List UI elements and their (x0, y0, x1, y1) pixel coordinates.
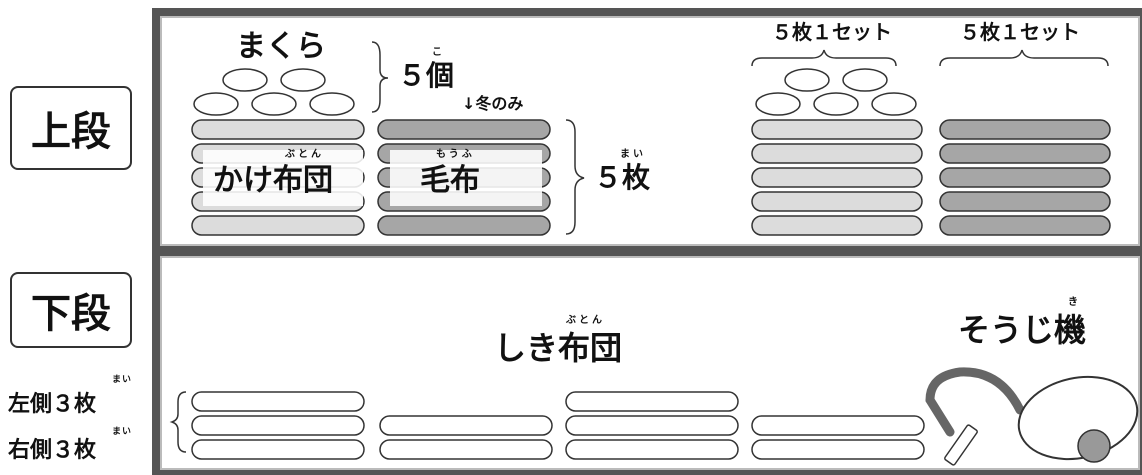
shiki-futon (565, 415, 739, 436)
pillow (251, 92, 297, 116)
stack-brace (565, 119, 585, 235)
lower-tier-label: 下段 (10, 272, 132, 348)
pillow (222, 68, 268, 92)
moufu-label-bg (390, 150, 542, 206)
kake-futon (191, 119, 365, 140)
pillow (842, 68, 888, 92)
vacuum-nozzle (944, 424, 978, 466)
left-count-ruby: まい (112, 375, 133, 385)
five-mai-ruby: まい (620, 149, 646, 160)
pillow-group-right (755, 68, 917, 116)
shiki-futon-ruby: ぶとん (566, 315, 605, 326)
shiki-futon (565, 439, 739, 460)
kake-futon (191, 215, 365, 236)
pillow-count-ruby: こ (432, 47, 445, 58)
moufu (939, 215, 1111, 236)
moufu (939, 119, 1111, 140)
pillow-count: ５個 (398, 59, 455, 92)
futon-set-right-2 (939, 119, 1111, 236)
kake-futon-label: かけ布団 (213, 163, 333, 198)
pillow-brace (371, 41, 389, 113)
lower-brace (169, 391, 187, 453)
shiki-futon (191, 391, 365, 412)
pillow-group-left (193, 68, 355, 116)
pillow (871, 92, 917, 116)
kake-futon (751, 143, 923, 164)
lower-tier-text: 下段 (31, 291, 111, 337)
set-1-brace (751, 49, 897, 67)
shiki-futon-label: しき布団 (494, 329, 623, 367)
left-side-count: 左側３枚 (8, 392, 97, 417)
five-mai-label: ５枚 (594, 161, 651, 194)
pillow-label: まくら (236, 29, 326, 64)
shiki-futon (191, 415, 365, 436)
kake-futon (751, 215, 923, 236)
moufu (939, 143, 1111, 164)
vacuum-label: そうじ機 (958, 311, 1087, 349)
pillow (755, 92, 801, 116)
kake-futon (751, 191, 923, 212)
moufu (939, 167, 1111, 188)
shiki-futon (379, 439, 553, 460)
set-label-2: ５枚１セット (960, 20, 1080, 44)
set-2-brace (939, 49, 1109, 67)
shiki-futon (565, 391, 739, 412)
pillow (280, 68, 326, 92)
shiki-futon-stacks (191, 391, 925, 460)
shiki-futon (751, 439, 925, 460)
right-count-ruby: まい (112, 427, 133, 437)
upper-tier-label: 上段 (10, 86, 132, 170)
vacuum-cleaner-illustration (925, 367, 1139, 466)
kake-futon-ruby: ぶとん (285, 149, 324, 160)
pillow (813, 92, 859, 116)
shiki-futon (379, 415, 553, 436)
vacuum-body (1017, 375, 1139, 461)
kake-futon (751, 167, 923, 188)
moufu-ruby: もうふ (436, 149, 475, 160)
kake-futon (751, 119, 923, 140)
upper-tier-text: 上段 (31, 109, 111, 155)
moufu (377, 119, 551, 140)
pillow (309, 92, 355, 116)
vacuum-hose (925, 367, 1025, 437)
moufu-label: 毛布 (420, 163, 480, 198)
moufu (939, 191, 1111, 212)
vacuum-ruby: き (1068, 297, 1081, 308)
set-label-1: ５枚１セット (772, 20, 892, 44)
pillow (784, 68, 830, 92)
futon-set-right-1 (751, 119, 923, 236)
pillow (193, 92, 239, 116)
shiki-futon (751, 415, 925, 436)
shiki-futon (191, 439, 365, 460)
vacuum-wheel (1077, 429, 1111, 463)
right-side-count: 右側３枚 (8, 438, 97, 463)
winter-only-note: ↓冬のみ (462, 94, 524, 113)
moufu (377, 215, 551, 236)
kake-futon-label-bg (203, 150, 363, 206)
